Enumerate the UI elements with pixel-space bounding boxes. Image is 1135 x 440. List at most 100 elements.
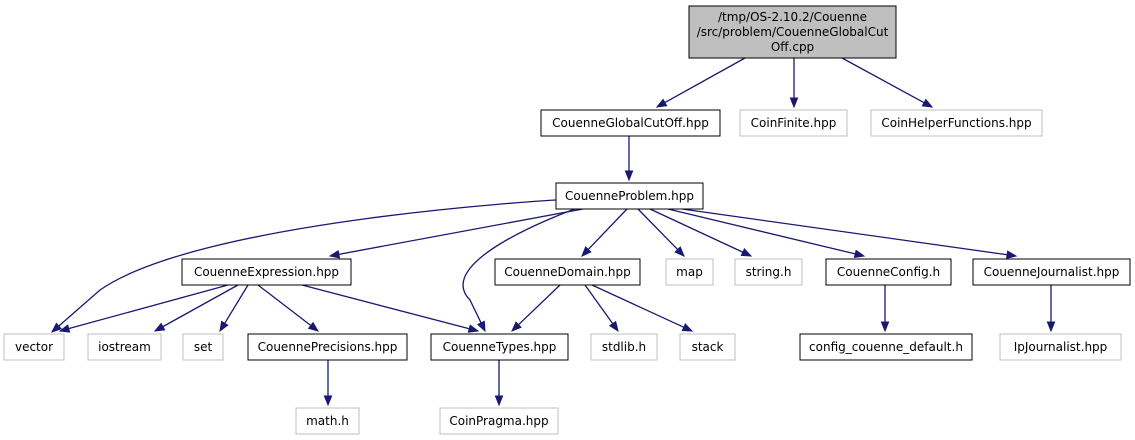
node-types-box <box>430 333 569 361</box>
node-vector-label: vector <box>15 340 53 354</box>
edge-root-to-coinfinite-arrowhead <box>789 97 799 109</box>
nodes-layer: /tmp/OS-2.10.2/Couenne/src/problem/Couen… <box>3 5 1131 435</box>
edge-root-to-coinhelper <box>841 57 934 108</box>
node-set-box <box>182 333 224 361</box>
edge-problem-to-types <box>462 208 576 333</box>
node-config[interactable]: CouenneConfig.h <box>825 258 952 286</box>
node-coinhelper: CoinHelperFunctions.hpp <box>870 109 1043 137</box>
edge-problem-to-vector-line <box>57 199 557 328</box>
edge-expression-to-set <box>219 284 249 333</box>
node-map-box <box>665 258 714 286</box>
edge-types-to-coinpragma-arrowhead <box>494 395 504 407</box>
edge-domain-to-stack-arrowhead <box>681 323 694 332</box>
edge-domain-to-stdlib_h-line <box>584 284 614 325</box>
edge-expression-to-set-line <box>223 284 249 325</box>
edge-domain-to-stdlib_h <box>584 284 619 333</box>
node-root-label: /src/problem/CouenneGlobalCut <box>697 25 889 39</box>
edge-expression-to-iostream <box>153 284 239 332</box>
node-stdlib_h: stdlib.h <box>590 333 658 361</box>
node-ipjournalist: IpJournalist.hpp <box>999 333 1122 361</box>
edges-layer <box>50 57 1056 407</box>
node-problem-label: CouenneProblem.hpp <box>565 189 694 203</box>
node-vector: vector <box>3 333 65 361</box>
node-set-label: set <box>194 340 213 354</box>
edge-root-to-globalcutoff_hpp-arrowhead <box>655 98 668 108</box>
edge-domain-to-types-line <box>517 284 561 326</box>
edge-problem-to-expression-line <box>337 208 584 256</box>
edge-problem-to-types-line <box>462 208 576 325</box>
node-problem[interactable]: CouenneProblem.hpp <box>555 182 704 210</box>
edge-domain-to-stdlib_h-arrowhead <box>608 320 619 333</box>
edge-root-to-globalcutoff_hpp-line <box>663 57 746 104</box>
edge-precisions-to-math_h-arrowhead <box>323 395 333 407</box>
edge-expression-to-iostream-line <box>161 284 239 328</box>
node-types[interactable]: CouenneTypes.hpp <box>430 333 569 361</box>
edge-expression-to-set-arrowhead <box>219 320 229 333</box>
node-map-label: map <box>676 265 703 279</box>
node-root[interactable]: /tmp/OS-2.10.2/Couenne/src/problem/Couen… <box>688 5 897 59</box>
node-stack-box <box>679 333 736 361</box>
node-iostream-label: iostream <box>98 340 151 354</box>
edge-problem-to-expression <box>328 208 584 259</box>
node-config_default[interactable]: config_couenne_default.h <box>799 333 973 361</box>
node-precisions[interactable]: CouennePrecisions.hpp <box>247 333 408 361</box>
node-iostream: iostream <box>87 333 162 361</box>
node-config-label: CouenneConfig.h <box>837 265 940 279</box>
node-domain[interactable]: CouenneDomain.hpp <box>494 258 641 286</box>
node-stack: stack <box>679 333 736 361</box>
node-coinhelper-label: CoinHelperFunctions.hpp <box>881 116 1031 130</box>
edge-expression-to-iostream-arrowhead <box>153 322 166 332</box>
edge-problem-to-map-line <box>637 208 679 251</box>
edge-problem-to-string_h-arrowhead <box>740 248 753 257</box>
node-coinfinite-box <box>739 109 848 137</box>
node-iostream-box <box>87 333 162 361</box>
edge-journalist-to-ipjournalist-arrowhead <box>1046 321 1056 333</box>
edge-root-to-coinfinite <box>789 58 799 109</box>
node-coinhelper-box <box>870 109 1043 137</box>
node-config_default-box <box>799 333 973 361</box>
node-stdlib_h-label: stdlib.h <box>602 340 646 354</box>
node-root-label: /tmp/OS-2.10.2/Couenne <box>718 10 867 24</box>
edge-problem-to-vector-arrowhead <box>50 322 63 333</box>
node-stdlib_h-box <box>590 333 658 361</box>
node-globalcutoff_hpp[interactable]: CouenneGlobalCutOff.hpp <box>540 109 721 137</box>
node-coinpragma-box <box>439 407 559 435</box>
node-precisions-label: CouennePrecisions.hpp <box>258 340 398 354</box>
edge-globalcutoff_hpp-to-problem-arrowhead <box>624 170 634 182</box>
edge-domain-to-types-arrowhead <box>511 321 522 332</box>
node-expression[interactable]: CouenneExpression.hpp <box>181 258 352 286</box>
edge-expression-to-vector <box>58 284 229 333</box>
node-globalcutoff_hpp-label: CouenneGlobalCutOff.hpp <box>552 116 709 130</box>
node-stack-label: stack <box>692 340 724 354</box>
node-expression-box <box>181 258 352 286</box>
node-config-box <box>825 258 952 286</box>
node-math_h-label: math.h <box>306 414 349 428</box>
node-journalist[interactable]: CouenneJournalist.hpp <box>972 258 1131 286</box>
node-map: map <box>665 258 714 286</box>
edge-expression-to-types-line <box>301 284 471 330</box>
edge-problem-to-config-arrowhead <box>853 249 866 259</box>
edge-problem-to-string_h <box>649 208 753 257</box>
edge-domain-to-types <box>511 284 561 332</box>
edge-config-to-config_default <box>880 285 890 333</box>
edge-problem-to-journalist <box>681 208 1018 259</box>
edge-problem-to-config <box>667 208 866 259</box>
edge-domain-to-stack-line <box>591 284 686 329</box>
edge-problem-to-map <box>637 208 685 257</box>
node-coinpragma-label: CoinPragma.hpp <box>449 414 548 428</box>
node-ipjournalist-label: IpJournalist.hpp <box>1014 340 1108 354</box>
edge-expression-to-types <box>301 284 480 333</box>
node-journalist-box <box>972 258 1131 286</box>
edge-root-to-globalcutoff_hpp <box>655 57 746 108</box>
edge-expression-to-precisions <box>257 284 320 332</box>
edge-expression-to-vector-arrowhead <box>58 324 71 333</box>
node-coinpragma: CoinPragma.hpp <box>439 407 559 435</box>
edge-root-to-coinhelper-arrowhead <box>921 98 934 108</box>
node-config_default-label: config_couenne_default.h <box>809 340 963 354</box>
node-math_h: math.h <box>295 407 360 435</box>
edge-expression-to-precisions-arrowhead <box>307 321 320 332</box>
node-string_h: string.h <box>734 258 803 286</box>
node-domain-box <box>494 258 641 286</box>
node-types-label: CouenneTypes.hpp <box>443 340 557 354</box>
node-globalcutoff_hpp-box <box>540 109 721 137</box>
